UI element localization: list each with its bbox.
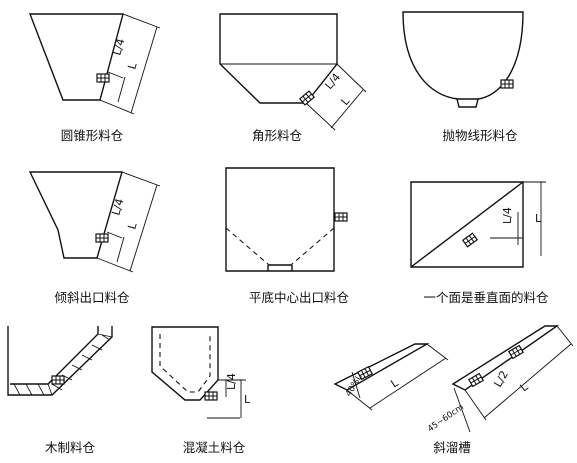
chute-figure-left: 40%L L (333, 343, 449, 411)
angular-bin-figure: L/4 L (219, 13, 367, 131)
inclined-outlet-bin-figure: L/4 L (28, 171, 161, 273)
vibrator-icon (51, 375, 65, 385)
caption-flat-center-outlet-bin: 平底中心出口料仓 (248, 290, 350, 305)
caption-parabolic-bin: 抛物线形料仓 (442, 128, 518, 143)
caption-inclined-outlet-bin: 倾斜出口料仓 (54, 290, 130, 305)
dim-quarter-L: L/4 (225, 373, 238, 390)
one-vertical-face-bin-figure: L/4 L (410, 181, 546, 268)
caption-angular-bin: 角形料仓 (251, 128, 303, 143)
dim-L: L (244, 393, 251, 406)
dim-half-L: L/2 (491, 368, 511, 389)
caption-one-vertical-face-bin: 一个面是垂直面的料仓 (423, 290, 549, 305)
dim-L: L (518, 380, 532, 394)
vibrator-icon (204, 391, 218, 401)
dim-L: L (338, 94, 352, 108)
dim-quarter-L: L/4 (322, 71, 343, 92)
conical-bin-figure: L/4 L (28, 13, 161, 115)
wooden-bin-figure (7, 326, 113, 396)
chute-figure-right: L/2 L 45~60cm (426, 325, 574, 434)
parabolic-bin-figure (402, 11, 524, 108)
caption-wooden-bin: 木制料仓 (44, 440, 96, 455)
flat-center-outlet-bin-figure (225, 167, 348, 272)
dim-quarter-L: L/4 (501, 207, 514, 224)
vibrator-icon (95, 233, 109, 243)
dim-L: L (125, 61, 139, 71)
vibrator-icon (500, 79, 514, 89)
concrete-bin-figure: L/4 L (151, 326, 251, 419)
vibrator-icon (96, 73, 110, 83)
caption-chute: 斜溜槽 (433, 440, 471, 455)
vibrator-icon (334, 212, 348, 222)
dim-quarter-L: L/4 (109, 197, 126, 217)
dim-40-percent-L: 40%L (344, 373, 365, 399)
vibrator-icon (468, 372, 484, 388)
dim-L: L (535, 212, 542, 225)
dim-L: L (125, 221, 139, 231)
dim-45-60cm: 45~60cm (426, 402, 466, 434)
caption-concrete-bin: 混凝土料仓 (182, 440, 246, 455)
vibrator-icon (462, 232, 478, 248)
dim-quarter-L: L/4 (110, 37, 127, 57)
caption-conical-bin: 圆锥形料仓 (60, 128, 124, 143)
